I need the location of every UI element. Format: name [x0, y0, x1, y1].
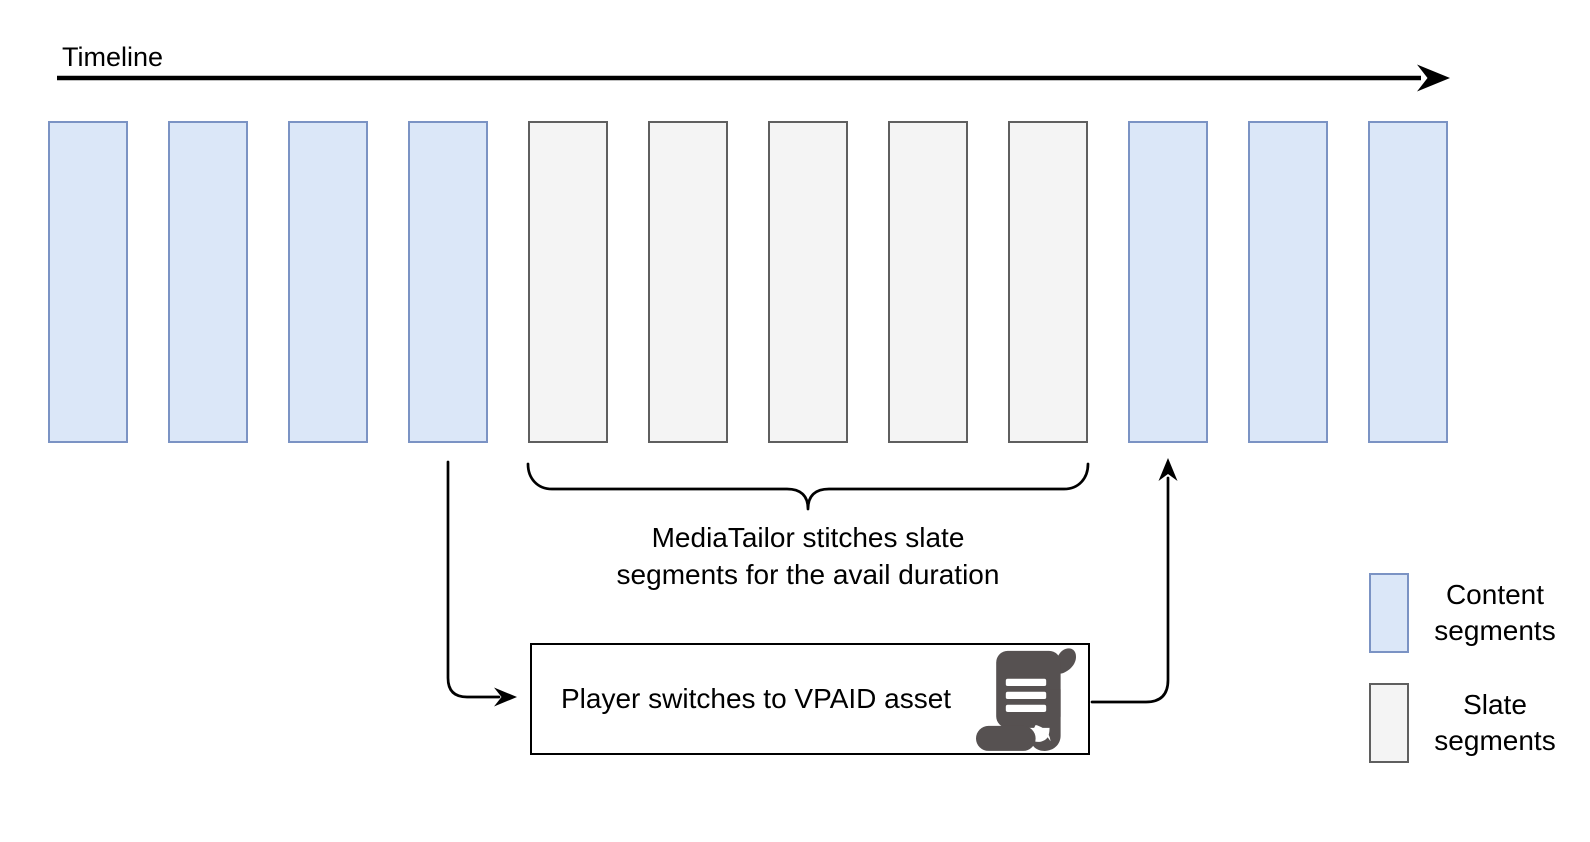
- scroll-icon: [976, 648, 1076, 751]
- brace-label-line1: MediaTailor stitches slate: [651, 522, 965, 553]
- segment-slate: [768, 121, 848, 443]
- segment-slate: [648, 121, 728, 443]
- arrow-player-to-content: [1090, 458, 1178, 704]
- segment-content: [48, 121, 128, 443]
- segment-content: [1248, 121, 1328, 443]
- curly-brace: [526, 462, 1090, 511]
- segment-slate: [888, 121, 968, 443]
- legend-item-content: Content segments: [1369, 573, 1581, 653]
- timeline-arrow: [57, 64, 1450, 92]
- legend: Content segments Slate segments: [1369, 573, 1581, 763]
- segment-content: [1368, 121, 1448, 443]
- timeline-arrowhead-icon: [1417, 64, 1450, 92]
- segment-content: [1128, 121, 1208, 443]
- content-swatch: [1369, 573, 1409, 653]
- legend-item-slate: Slate segments: [1369, 683, 1581, 763]
- segment-content: [408, 121, 488, 443]
- segment-content: [288, 121, 368, 443]
- brace-label-line2: segments for the avail duration: [616, 559, 1000, 590]
- up-arrowhead-icon: [1158, 458, 1178, 481]
- slate-swatch: [1369, 683, 1409, 763]
- segment-row: [48, 121, 1448, 443]
- player-box: Player switches to VPAID asset: [530, 643, 1090, 755]
- brace-label: MediaTailor stitches slate segments for …: [558, 519, 1058, 593]
- segment-slate: [1008, 121, 1088, 443]
- content-legend-label: Content segments: [1434, 579, 1556, 646]
- segment-slate: [528, 121, 608, 443]
- slate-legend-label: Slate segments: [1434, 689, 1556, 756]
- timeline-label: Timeline: [62, 42, 164, 72]
- arrow-content-to-player: [446, 460, 517, 707]
- segment-content: [168, 121, 248, 443]
- player-box-label: Player switches to VPAID asset: [561, 683, 952, 714]
- right-arrowhead-icon: [494, 687, 517, 707]
